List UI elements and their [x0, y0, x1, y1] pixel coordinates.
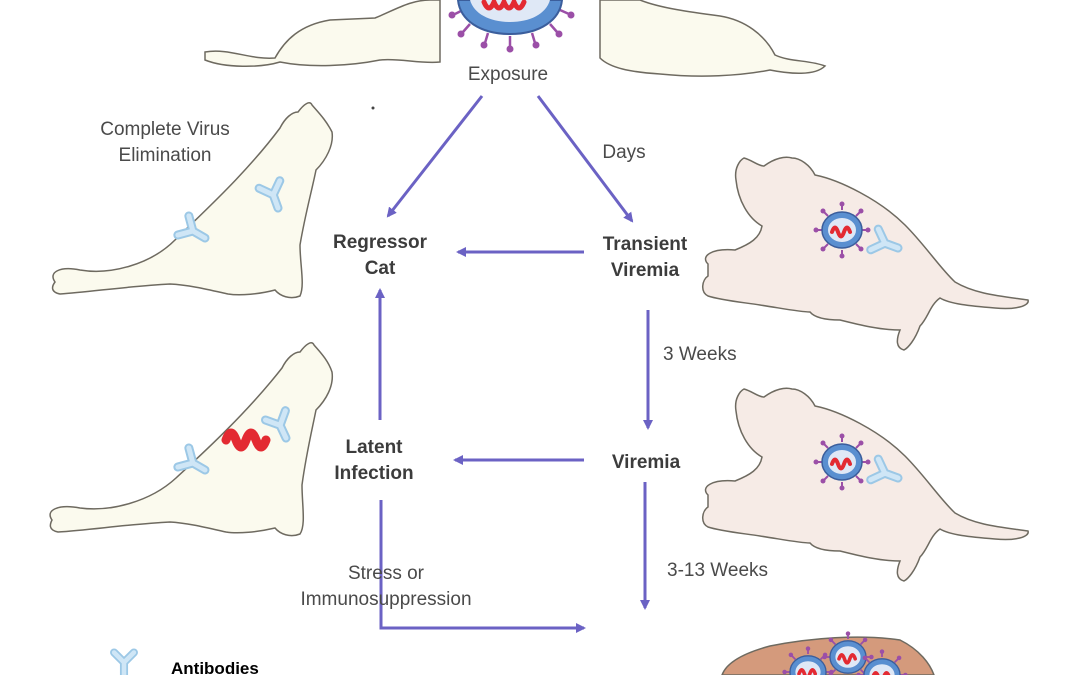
cat-virus-elimination: [51, 102, 334, 299]
label-complete-virus-line2: Elimination: [118, 145, 212, 166]
exposure-cat-right: [599, 0, 827, 77]
cat-transient-viremia: [702, 156, 1029, 351]
label-transient-line1: Transient: [602, 234, 688, 255]
label-complete-virus-elimination: Complete Virus Elimination: [70, 117, 260, 169]
label-exposure: Exposure: [467, 64, 549, 85]
arrow-exposure-to-transient: [536, 95, 634, 223]
label-complete-virus-line1: Complete Virus: [100, 119, 230, 140]
label-regressor-cat: Regressor Cat: [310, 230, 450, 282]
cat-viremia: [702, 387, 1029, 582]
exposure-virus-icon: [448, 0, 575, 53]
label-latent-line2: Infection: [334, 463, 414, 484]
label-transient-viremia: Transient Viremia: [580, 232, 710, 284]
cat-latent-infection: [49, 342, 334, 537]
exposure-cat-left: [204, 0, 441, 68]
label-transient-line2: Viremia: [610, 260, 680, 281]
legend-antibody-icon: [114, 653, 134, 676]
arrows: [375, 95, 653, 633]
label-stress-line1: Stress or: [347, 563, 425, 584]
label-days: Days: [602, 142, 646, 163]
label-three-13-weeks: 3-13 Weeks: [667, 560, 769, 581]
label-regressor-line2: Cat: [364, 258, 396, 279]
cat-persistent-viremia: [721, 629, 935, 675]
label-stress-immunosuppression: Stress or Immunosuppression: [276, 561, 496, 613]
label-latent-infection: Latent Infection: [306, 435, 442, 487]
arrow-latent-to-persistent: [379, 500, 586, 633]
label-three-weeks: 3 Weeks: [663, 344, 737, 365]
label-stress-line2: Immunosuppression: [300, 589, 472, 610]
label-regressor-line1: Regressor: [333, 232, 427, 253]
label-viremia: Viremia: [611, 452, 681, 473]
arrow-exposure-to-regressor: [386, 95, 484, 218]
legend-antibodies-label: Antibodies: [171, 659, 259, 678]
label-latent-line1: Latent: [345, 437, 403, 458]
